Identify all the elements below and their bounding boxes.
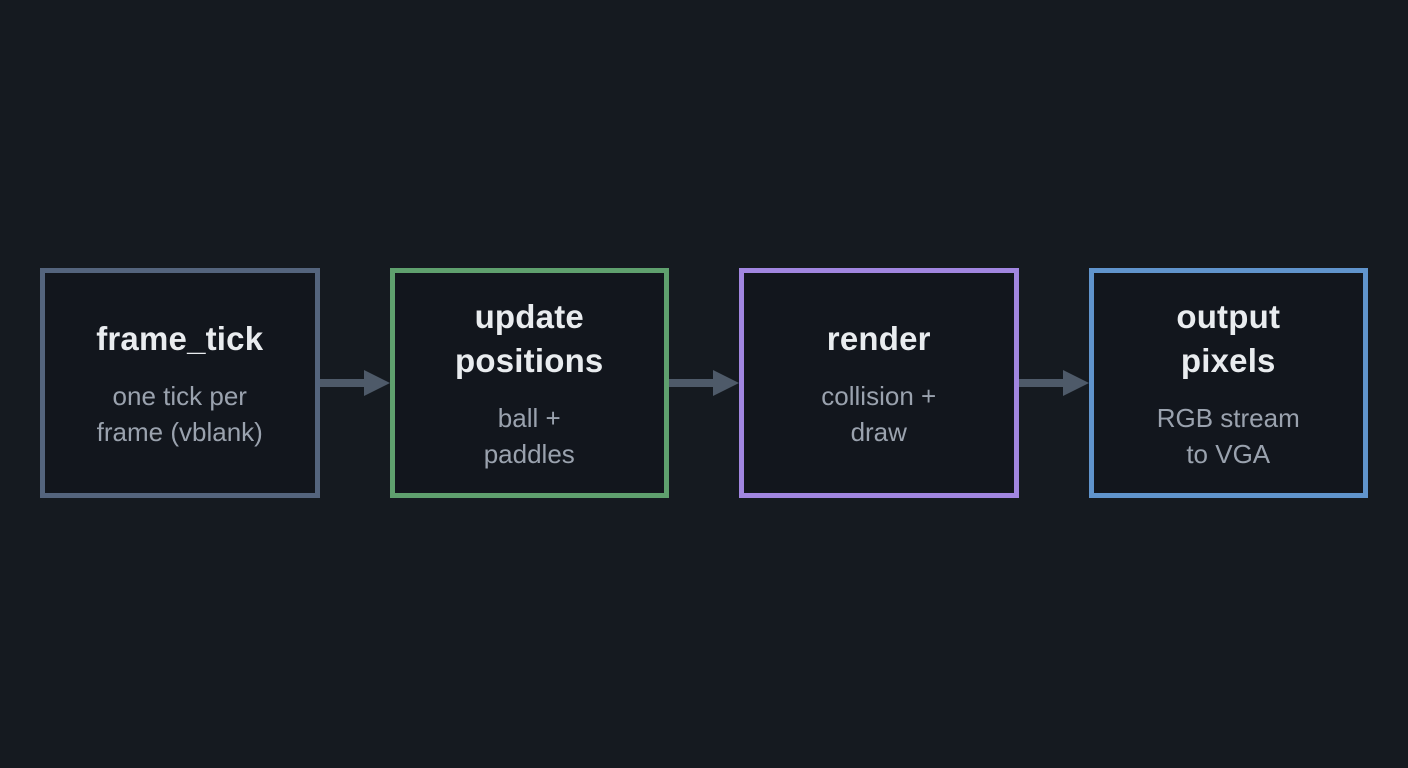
node-title: update positions (455, 295, 603, 383)
flow-arrow-icon (319, 370, 390, 396)
node-title: render (827, 317, 931, 361)
pipeline-row: frame_tick one tick per frame (vblank) u… (40, 268, 1368, 498)
node-subtitle-line: to VGA (1186, 438, 1271, 469)
node-subtitle-line: collision + (821, 380, 937, 411)
node-frame-tick: frame_tick one tick per frame (vblank) (40, 268, 320, 498)
node-subtitle: ball + paddles (484, 400, 575, 472)
node-title: output pixels (1176, 295, 1280, 383)
node-update-positions: update positions ball + paddles (389, 268, 669, 498)
flow-arrow-icon (669, 370, 739, 396)
node-title-line: update (474, 297, 584, 335)
node-title-line: output (1176, 297, 1281, 335)
node-output-pixels: output pixels RGB stream to VGA (1088, 268, 1368, 498)
node-subtitle-line: paddles (483, 438, 575, 469)
node-subtitle: one tick per frame (vblank) (97, 378, 263, 450)
node-subtitle: collision + draw (821, 378, 936, 450)
node-title-line: render (826, 319, 931, 357)
node-title-line: pixels (1180, 341, 1276, 379)
node-title-line: positions (455, 341, 604, 379)
node-subtitle: RGB stream to VGA (1157, 400, 1300, 472)
node-title-line: frame_tick (96, 319, 264, 357)
node-subtitle-line: RGB stream (1156, 402, 1300, 433)
flow-arrow-icon (1018, 370, 1089, 396)
node-subtitle-line: draw (850, 416, 907, 447)
node-subtitle-line: one tick per (112, 380, 247, 411)
node-subtitle-line: ball + (497, 402, 561, 433)
node-title: frame_tick (96, 317, 263, 361)
node-subtitle-line: frame (vblank) (96, 416, 263, 447)
node-render: render collision + draw (739, 268, 1019, 498)
